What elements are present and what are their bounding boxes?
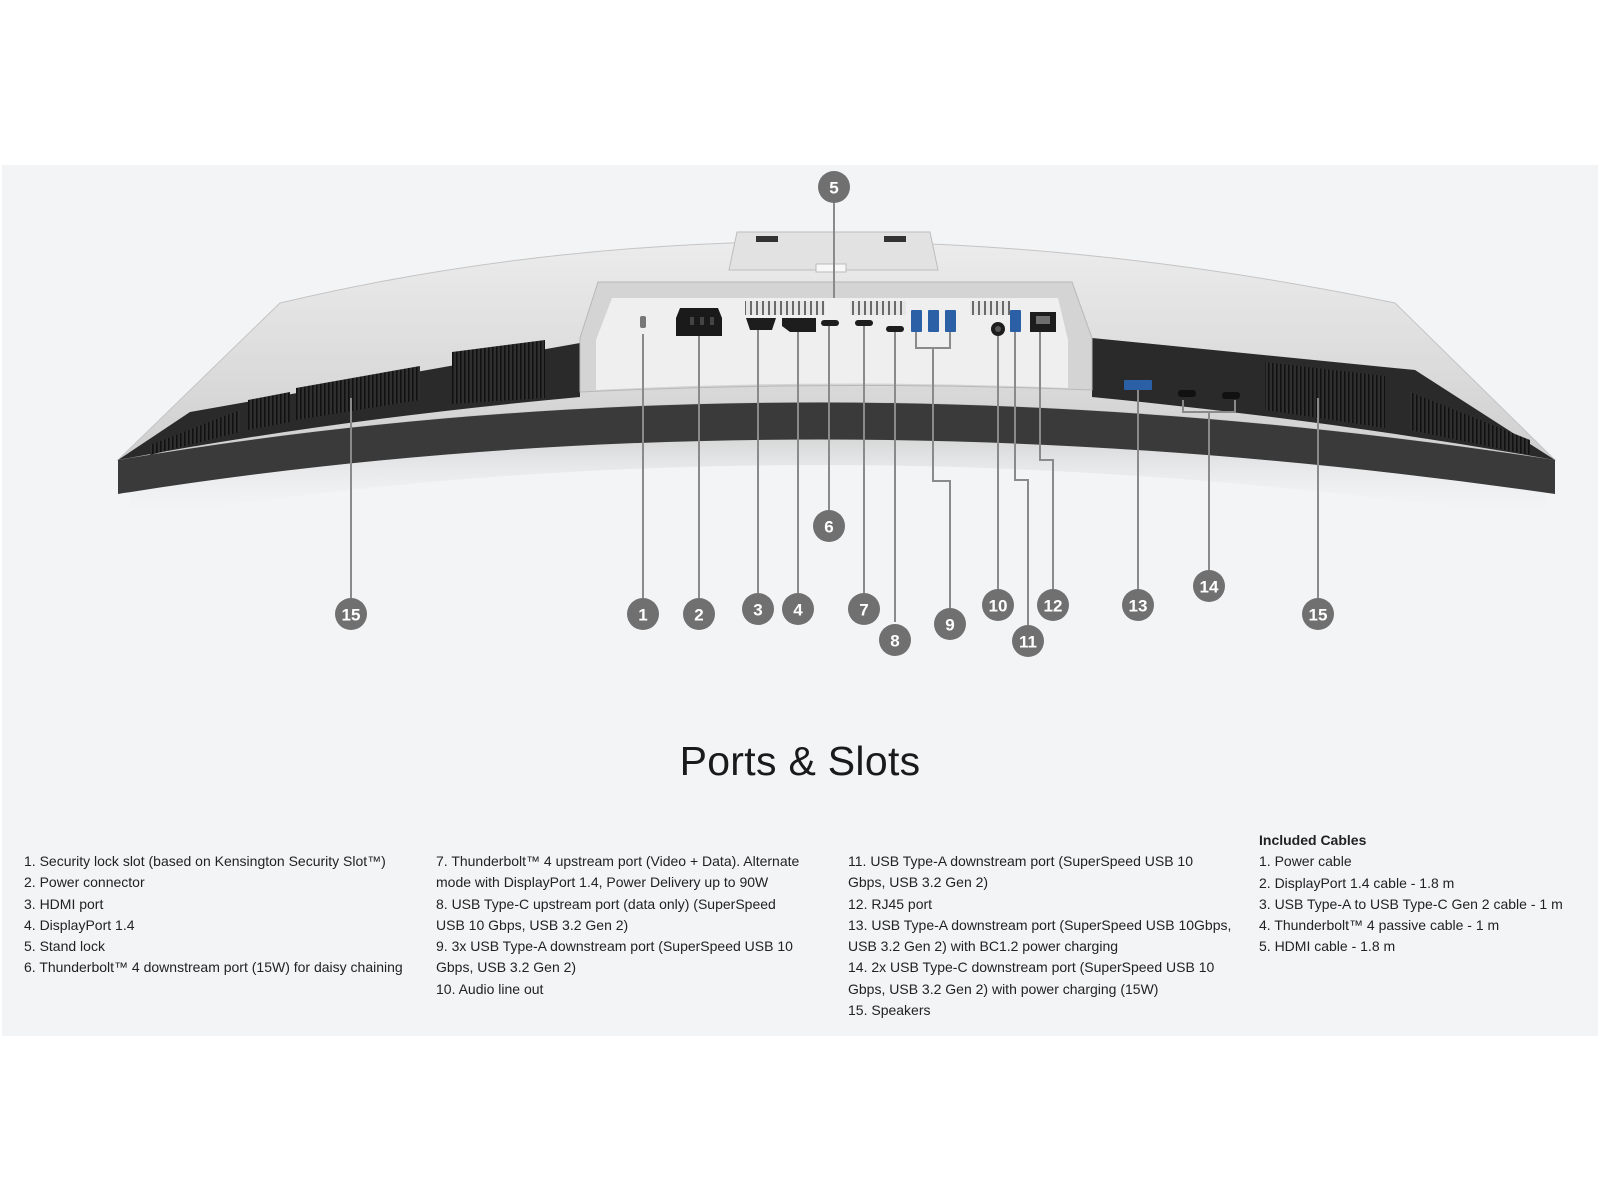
callout-marker: 14 bbox=[1193, 570, 1225, 602]
callout-circle bbox=[683, 598, 715, 630]
legend-column-2: 7. Thunderbolt™ 4 upstream port (Video +… bbox=[436, 851, 806, 1000]
usba-port-a bbox=[911, 310, 922, 332]
callout-circle bbox=[818, 171, 850, 203]
callout-label: 15 bbox=[1309, 606, 1328, 625]
leader-lines bbox=[350, 200, 1319, 625]
legend-item: 14. 2x USB Type-C downstream port (Super… bbox=[848, 959, 1215, 997]
callout-marker: 9 bbox=[934, 608, 966, 640]
callout-label: 7 bbox=[859, 601, 868, 620]
callout-marker: 10 bbox=[982, 589, 1014, 621]
security-slot bbox=[640, 316, 646, 328]
legend-item: 3. HDMI port bbox=[24, 895, 104, 912]
legend-item: 2. Power connector bbox=[24, 874, 145, 891]
callout-circle bbox=[848, 593, 880, 625]
callout-label: 13 bbox=[1129, 597, 1148, 616]
callout-circle bbox=[813, 510, 845, 542]
monitor-bottom-band bbox=[118, 402, 1555, 494]
callout-circle bbox=[627, 598, 659, 630]
side-usbc-port-a bbox=[1178, 390, 1196, 397]
callout-label: 14 bbox=[1200, 578, 1219, 597]
callout-marker: 2 bbox=[683, 598, 715, 630]
callout-circle bbox=[1193, 570, 1225, 602]
legend-column-3: 11. USB Type-A downstream port (SuperSpe… bbox=[848, 851, 1233, 1021]
callout-marker: 5 bbox=[818, 171, 850, 203]
thunderbolt-down-port bbox=[821, 320, 839, 326]
callout-label: 12 bbox=[1044, 597, 1063, 616]
callout-marker: 15 bbox=[335, 598, 367, 630]
legend-item: 15. Speakers bbox=[848, 1002, 931, 1019]
callout-circle bbox=[879, 624, 911, 656]
usba-port-b bbox=[928, 310, 939, 332]
callout-circle bbox=[1012, 625, 1044, 657]
cable-item: 5. HDMI cable - 1.8 m bbox=[1259, 938, 1396, 955]
hdmi-port bbox=[746, 318, 776, 330]
side-usba-port bbox=[1124, 380, 1152, 390]
callout-circle bbox=[782, 593, 814, 625]
callout-label: 15 bbox=[342, 606, 361, 625]
callout-label: 6 bbox=[824, 518, 833, 537]
callout-marker: 7 bbox=[848, 593, 880, 625]
legend-item: 1. Security lock slot (based on Kensingt… bbox=[24, 853, 386, 869]
legend-item: 13. USB Type-A downstream port (SuperSpe… bbox=[848, 916, 1232, 955]
callout-marker: 4 bbox=[782, 593, 814, 625]
legend-item: 5. Stand lock bbox=[24, 938, 105, 955]
cable-item: 4. Thunderbolt™ 4 passive cable - 1 m bbox=[1259, 917, 1500, 934]
callout-circle bbox=[1302, 598, 1334, 630]
legend-item: 10. Audio line out bbox=[436, 980, 544, 997]
callout-label: 10 bbox=[989, 597, 1008, 616]
usbc-upstream-port bbox=[886, 326, 904, 332]
callout-marker: 6 bbox=[813, 510, 845, 542]
callout-marker: 11 bbox=[1012, 625, 1044, 657]
callout-marker: 15 bbox=[1302, 598, 1334, 630]
legend-item: 4. DisplayPort 1.4 bbox=[24, 916, 135, 933]
callout-label: 8 bbox=[890, 632, 899, 651]
callout-circle bbox=[982, 589, 1014, 621]
legend-item: 7. Thunderbolt™ 4 upstream port (Video +… bbox=[436, 853, 800, 891]
legend-column-1: 1. Security lock slot (based on Kensingt… bbox=[24, 851, 424, 979]
thunderbolt-up-port bbox=[855, 320, 873, 326]
side-usbc-port-b bbox=[1222, 392, 1240, 399]
callout-marker: 3 bbox=[742, 593, 774, 625]
legend-item: 6. Thunderbolt™ 4 downstream port (15W) … bbox=[24, 959, 403, 976]
cable-item: 3. USB Type-A to USB Type-C Gen 2 cable … bbox=[1259, 895, 1563, 912]
callout-label: 2 bbox=[694, 606, 703, 625]
callout-label: 3 bbox=[753, 601, 762, 620]
included-cables-column: Included Cables 1. Power cable 2. Displa… bbox=[1259, 830, 1594, 958]
legend-item: 8. USB Type-C upstream port (data only) … bbox=[436, 895, 776, 933]
usba-port-single bbox=[1010, 310, 1021, 332]
cable-item: 1. Power cable bbox=[1259, 853, 1352, 870]
callout-label: 11 bbox=[1019, 633, 1037, 652]
callout-label: 4 bbox=[793, 601, 803, 620]
legend-item: 11. USB Type-A downstream port (SuperSpe… bbox=[848, 853, 1194, 891]
callout-circle bbox=[742, 593, 774, 625]
cable-item: 2. DisplayPort 1.4 cable - 1.8 m bbox=[1259, 874, 1455, 891]
included-cables-heading: Included Cables bbox=[1259, 832, 1367, 848]
legend-item: 9. 3x USB Type-A downstream port (SuperS… bbox=[436, 938, 793, 976]
callout-marker: 1 bbox=[627, 598, 659, 630]
callout-label: 5 bbox=[829, 179, 838, 198]
callout-marker: 13 bbox=[1122, 589, 1154, 621]
callout-circle bbox=[335, 598, 367, 630]
callout-circle bbox=[1122, 589, 1154, 621]
callout-marker: 8 bbox=[879, 624, 911, 656]
callout-marker: 12 bbox=[1037, 589, 1069, 621]
usba-port-c bbox=[945, 310, 956, 332]
callout-circle bbox=[934, 608, 966, 640]
displayport-port bbox=[782, 318, 816, 332]
callout-label: 1 bbox=[638, 606, 647, 625]
power-connector bbox=[676, 308, 722, 336]
callout-circle bbox=[1037, 589, 1069, 621]
legend-item: 12. RJ45 port bbox=[848, 895, 933, 912]
page-title: Ports & Slots bbox=[679, 738, 921, 784]
callout-label: 9 bbox=[945, 616, 954, 635]
